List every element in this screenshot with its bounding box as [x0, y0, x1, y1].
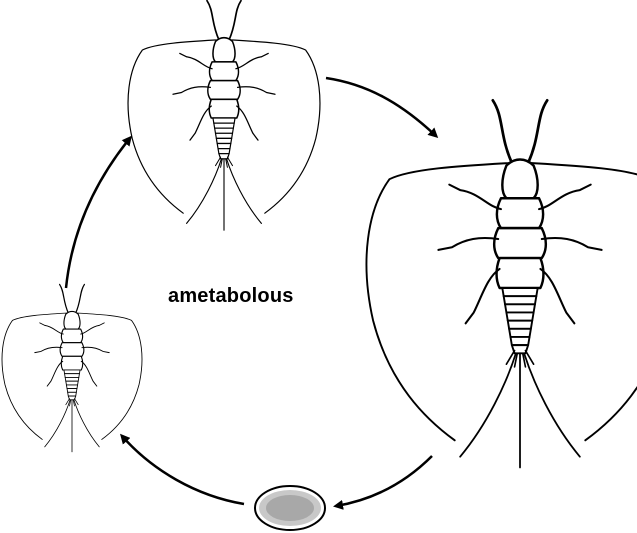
egg-icon [255, 486, 325, 530]
diagram-center-label: ametabolous [168, 286, 294, 306]
young-nymph-silverfish [2, 284, 142, 451]
arrow-egg-to-young-nymph [122, 436, 244, 504]
arrow-young-nymph-to-older-nymph [66, 138, 130, 288]
arrow-older-nymph-to-adult [326, 78, 436, 136]
adult-silverfish [366, 100, 637, 467]
arrow-adult-to-egg [336, 456, 432, 506]
older-nymph-silverfish [128, 1, 320, 231]
